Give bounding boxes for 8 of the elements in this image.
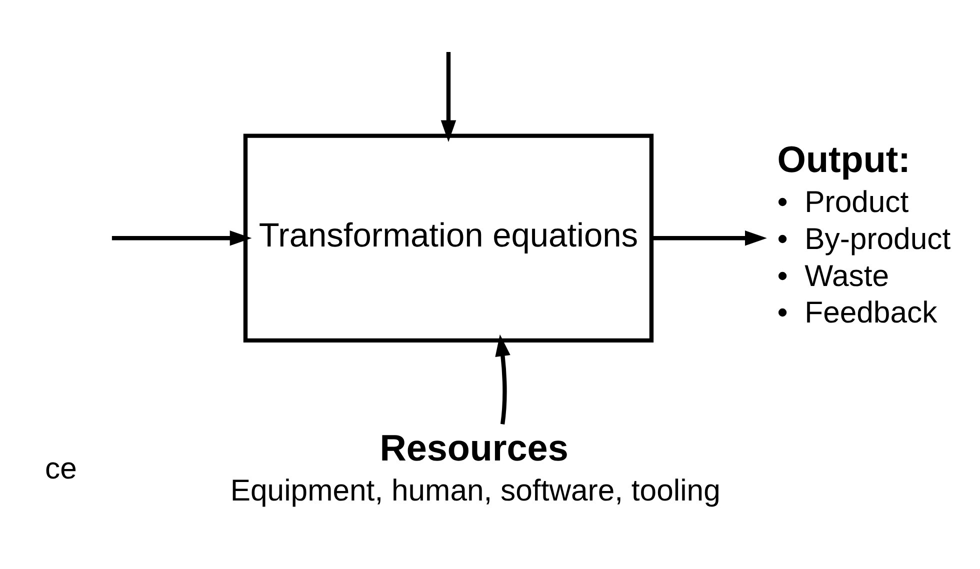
node-text: Output: • Product • By-product • Waste • Feedback (777, 139, 951, 330)
node-text: Resources Equipment, human, software, tooling (230, 428, 720, 508)
node-box: Transformation equations (243, 134, 654, 343)
arrow (652, 230, 767, 246)
arrow (112, 230, 252, 246)
arrow (495, 334, 510, 424)
arrow (440, 52, 456, 142)
label: ce (45, 452, 77, 486)
